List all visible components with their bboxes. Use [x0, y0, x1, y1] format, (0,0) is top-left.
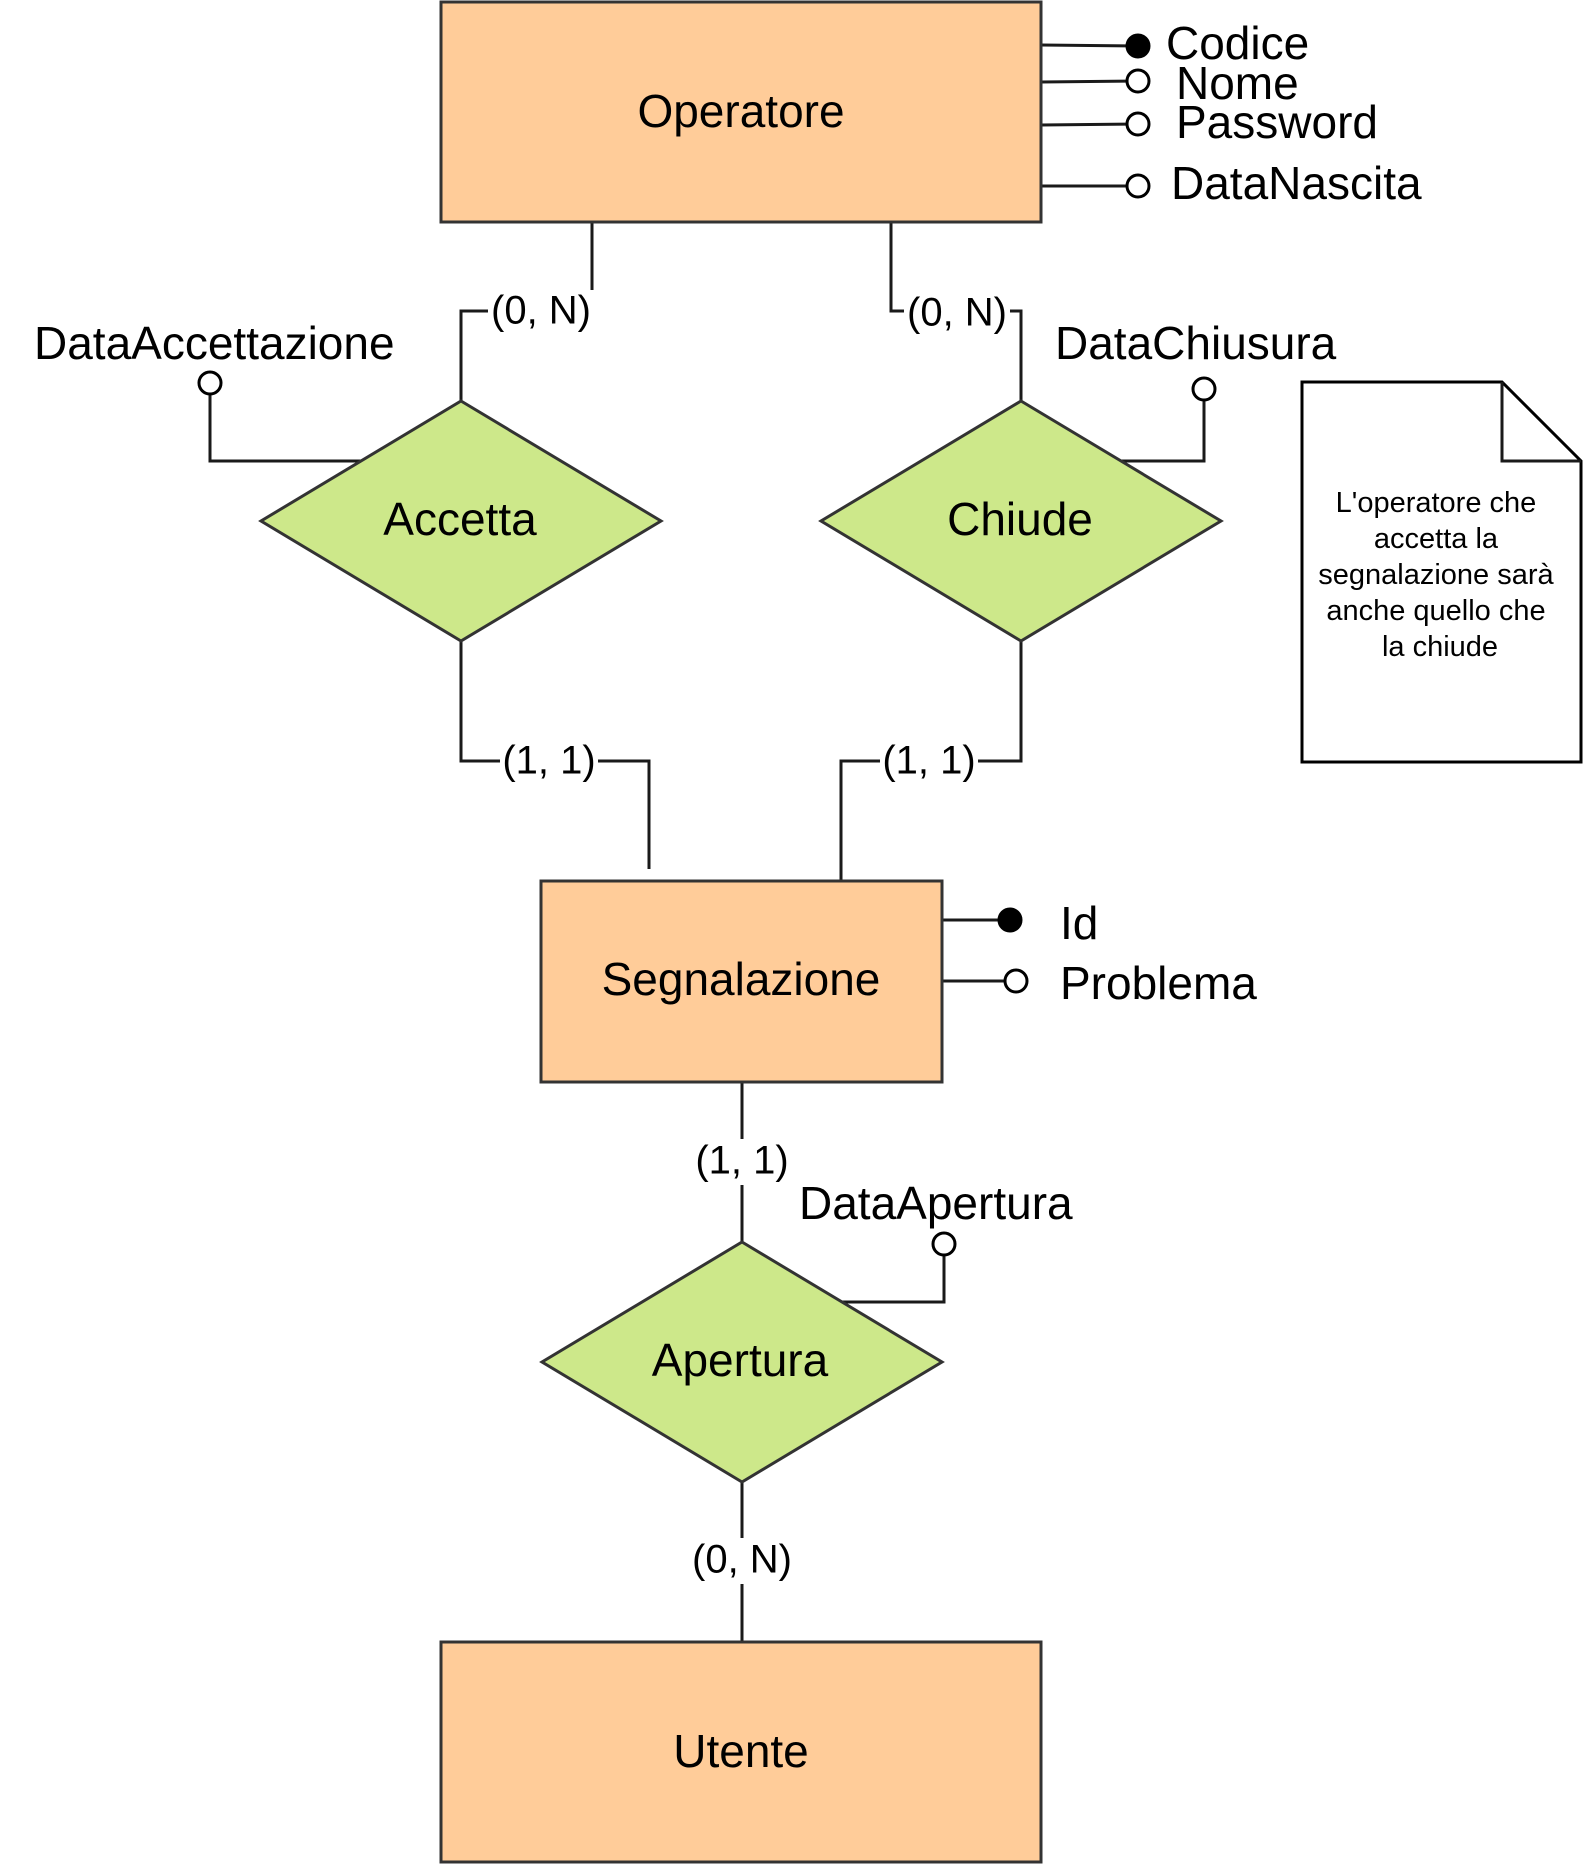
- relationship-chiude: Chiude: [818, 399, 1224, 643]
- note-box: L'operatore che accetta la segnalazione …: [1300, 380, 1583, 764]
- entity-segnalazione-label: Segnalazione: [602, 953, 881, 1005]
- attr-dataaccettazione-label: DataAccettazione: [34, 317, 395, 369]
- cardinality-accetta-segnalazione: (1, 1): [502, 739, 595, 783]
- dataapertura-attribute-marker: [931, 1231, 957, 1257]
- relationship-apertura-label: Apertura: [652, 1334, 829, 1386]
- attr-codice-label: Codice: [1166, 17, 1309, 69]
- codice-connector: [1040, 43, 1139, 48]
- cardinality-apertura-utente: (0, N): [692, 1538, 792, 1582]
- entity-operatore: Operatore: [439, 0, 1043, 224]
- entity-segnalazione: Segnalazione: [539, 879, 944, 1084]
- relationship-chiude-label: Chiude: [947, 493, 1093, 545]
- relationship-accetta: Accetta: [258, 399, 664, 643]
- nome-attribute-marker: [1125, 68, 1151, 94]
- note-line: L'operatore che: [1336, 487, 1537, 519]
- cardinality-labels: (0, N) (0, N) (1, 1) (1, 1) (1, 1) (0, N…: [488, 289, 1010, 1584]
- dataaccettazione-connector: [208, 394, 362, 463]
- problema-attribute-marker: [1003, 968, 1029, 994]
- cardinality-chiude-segnalazione: (1, 1): [882, 739, 975, 783]
- note-line: segnalazione sarà: [1318, 559, 1554, 591]
- nome-connector: [1040, 79, 1139, 84]
- relationship-accetta-label: Accetta: [383, 493, 537, 545]
- dataapertura-connector: [840, 1256, 946, 1304]
- dataaccettazione-attribute-marker: [197, 370, 223, 396]
- attr-dataapertura-label: DataApertura: [799, 1177, 1073, 1229]
- note-folded-corner: [1500, 382, 1581, 463]
- cardinality-operatore-chiude: (0, N): [907, 291, 1007, 335]
- note-text: L'operatore che accetta la segnalazione …: [1318, 487, 1561, 663]
- datanascita-attribute-marker: [1125, 173, 1151, 199]
- note-line: la chiude: [1382, 631, 1498, 663]
- attr-datanascita-label: DataNascita: [1171, 157, 1422, 209]
- entity-utente: Utente: [439, 1640, 1043, 1864]
- entity-operatore-label: Operatore: [637, 85, 844, 137]
- entity-utente-label: Utente: [673, 1725, 809, 1777]
- note-line: accetta la: [1374, 523, 1499, 555]
- relationship-apertura: Apertura: [539, 1240, 945, 1484]
- datachiusura-attribute-marker: [1191, 376, 1217, 402]
- cardinality-operatore-accetta: (0, N): [491, 289, 591, 333]
- attr-password-label: Password: [1176, 96, 1378, 148]
- datachiusura-connector: [1121, 399, 1206, 463]
- attr-datachiusura-label: DataChiusura: [1055, 317, 1337, 369]
- id-key-marker: [997, 907, 1023, 933]
- codice-key-marker: [1125, 33, 1151, 59]
- password-attribute-marker: [1125, 111, 1151, 137]
- attr-id-label: Id: [1060, 897, 1098, 949]
- attr-problema-label: Problema: [1060, 957, 1257, 1009]
- password-connector: [1040, 122, 1139, 127]
- attr-nome-label: Nome: [1176, 57, 1299, 109]
- note-line: anche quello che: [1326, 595, 1545, 627]
- cardinality-segnalazione-apertura: (1, 1): [695, 1139, 788, 1183]
